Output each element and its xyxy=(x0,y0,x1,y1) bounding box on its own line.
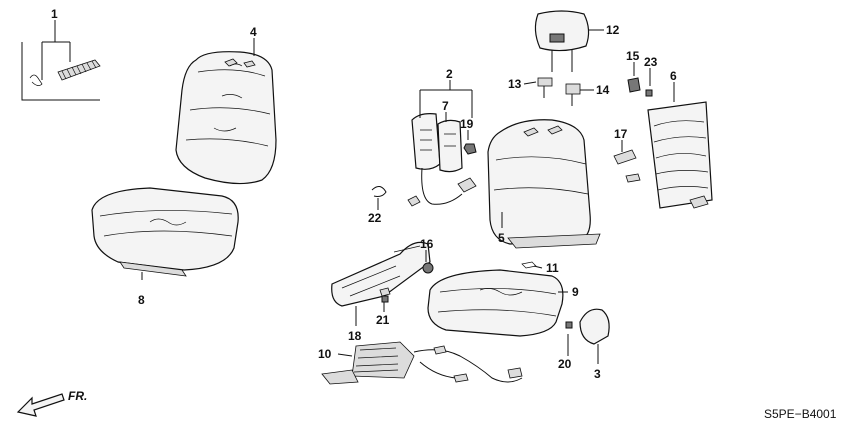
direction-label: FR. xyxy=(68,389,87,403)
callout-9: 9 xyxy=(572,285,579,299)
part-7-lumbar-unit xyxy=(407,113,477,207)
callout-19: 19 xyxy=(460,117,474,131)
diagram-code: S5PE−B4001 xyxy=(764,407,837,421)
part-23-bolt xyxy=(645,89,653,97)
callout-14: 14 xyxy=(596,83,610,97)
callout-2: 2 xyxy=(446,67,453,81)
part-1-clip-set xyxy=(21,30,101,101)
part-16-knob xyxy=(422,262,434,274)
callout-6: 6 xyxy=(670,69,677,83)
part-19-knob xyxy=(463,143,477,155)
part-21-clip xyxy=(381,295,389,303)
part-22-clip xyxy=(371,186,387,197)
callout-21: 21 xyxy=(376,313,390,327)
part-11-clip xyxy=(521,261,537,269)
part-4-seatback-cover xyxy=(175,51,277,185)
part-18-seat-rail xyxy=(331,241,431,307)
callout-labels: 1 2 3 4 5 6 7 8 9 10 11 12 13 14 15 16 1… xyxy=(51,7,677,381)
callout-15: 15 xyxy=(626,49,640,63)
part-12-headrest xyxy=(534,10,590,72)
callout-5: 5 xyxy=(498,231,505,245)
callout-4: 4 xyxy=(250,25,257,39)
part-5-seatback-trim xyxy=(487,119,601,249)
callout-1: 1 xyxy=(51,7,58,21)
part-14-guide-lock xyxy=(565,83,581,106)
part-3-side-cover xyxy=(579,308,610,345)
part-9-seat-cushion-trim xyxy=(427,269,564,337)
callout-17: 17 xyxy=(614,127,628,141)
callout-10: 10 xyxy=(318,347,332,361)
callout-23: 23 xyxy=(644,55,658,69)
part-20-screw xyxy=(565,321,573,329)
front-direction-arrow: FR. xyxy=(16,389,87,417)
callout-22: 22 xyxy=(368,211,382,225)
part-6-seatback-frame xyxy=(625,101,713,209)
callout-7: 7 xyxy=(442,99,449,113)
callout-8: 8 xyxy=(138,293,145,307)
part-17-lever xyxy=(613,149,637,165)
callout-20: 20 xyxy=(558,357,572,371)
callout-3: 3 xyxy=(594,367,601,381)
part-15-bracket xyxy=(627,77,641,93)
part-13-guide xyxy=(537,77,553,98)
callout-13: 13 xyxy=(508,77,522,91)
callout-12: 12 xyxy=(606,23,620,37)
callout-16: 16 xyxy=(420,237,434,251)
leader-lines xyxy=(54,20,675,364)
callout-18: 18 xyxy=(348,329,362,343)
part-10-heater-harness xyxy=(321,341,523,385)
part-8-seat-cushion-pad xyxy=(91,187,239,277)
callout-11: 11 xyxy=(546,261,559,275)
